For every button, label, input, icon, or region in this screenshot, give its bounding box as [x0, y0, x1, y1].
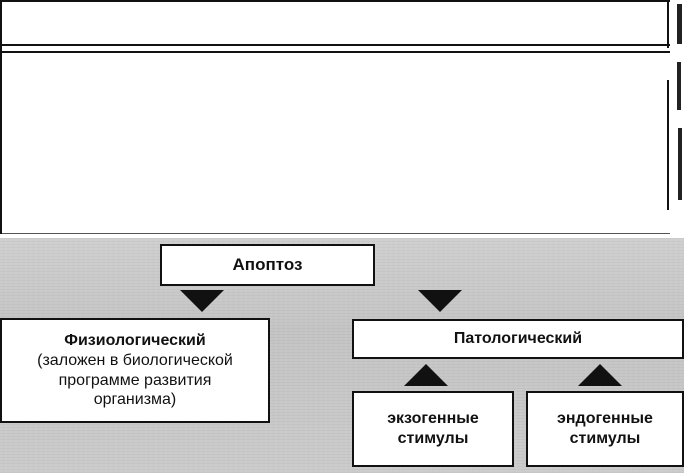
apoptosis-diagram: Апоптоз Физиологический (заложен в биоло… [0, 238, 684, 473]
node-physiological-line: (заложен в биологической [37, 351, 233, 369]
node-endogenous-line: эндогенные [557, 410, 653, 428]
arrow-down-icon [418, 290, 462, 312]
rule-line [0, 0, 670, 2]
arrow-up-icon [578, 364, 622, 386]
node-physiological-line: программе развития [58, 371, 212, 389]
page-edge-mark [677, 62, 681, 110]
rule-line [667, 80, 669, 210]
rule-line [0, 0, 2, 234]
node-exogenous: экзогенные стимулы [352, 391, 514, 467]
node-physiological-title: Физиологический [64, 332, 206, 350]
arrow-up-icon [404, 364, 448, 386]
node-pathological: Патологический [352, 319, 684, 359]
node-physiological: Физиологический (заложен в биологической… [0, 318, 270, 423]
node-endogenous-line: стимулы [569, 430, 641, 447]
node-exogenous-line: стимулы [397, 430, 469, 447]
node-endogenous: эндогенные стимулы [526, 391, 684, 467]
page-edge-mark [677, 4, 682, 44]
node-apoptosis: Апоптоз [160, 244, 375, 286]
node-exogenous-line: экзогенные [387, 410, 479, 428]
rule-line [0, 51, 670, 53]
empty-table-area [0, 0, 682, 234]
page-edge-mark [678, 128, 682, 200]
arrow-down-icon [180, 290, 224, 312]
node-pathological-label: Патологический [453, 330, 583, 348]
rule-line [0, 44, 670, 46]
rule-line [667, 0, 669, 48]
node-physiological-line: организма) [93, 391, 177, 409]
node-apoptosis-label: Апоптоз [232, 254, 303, 274]
rule-line [0, 233, 670, 234]
